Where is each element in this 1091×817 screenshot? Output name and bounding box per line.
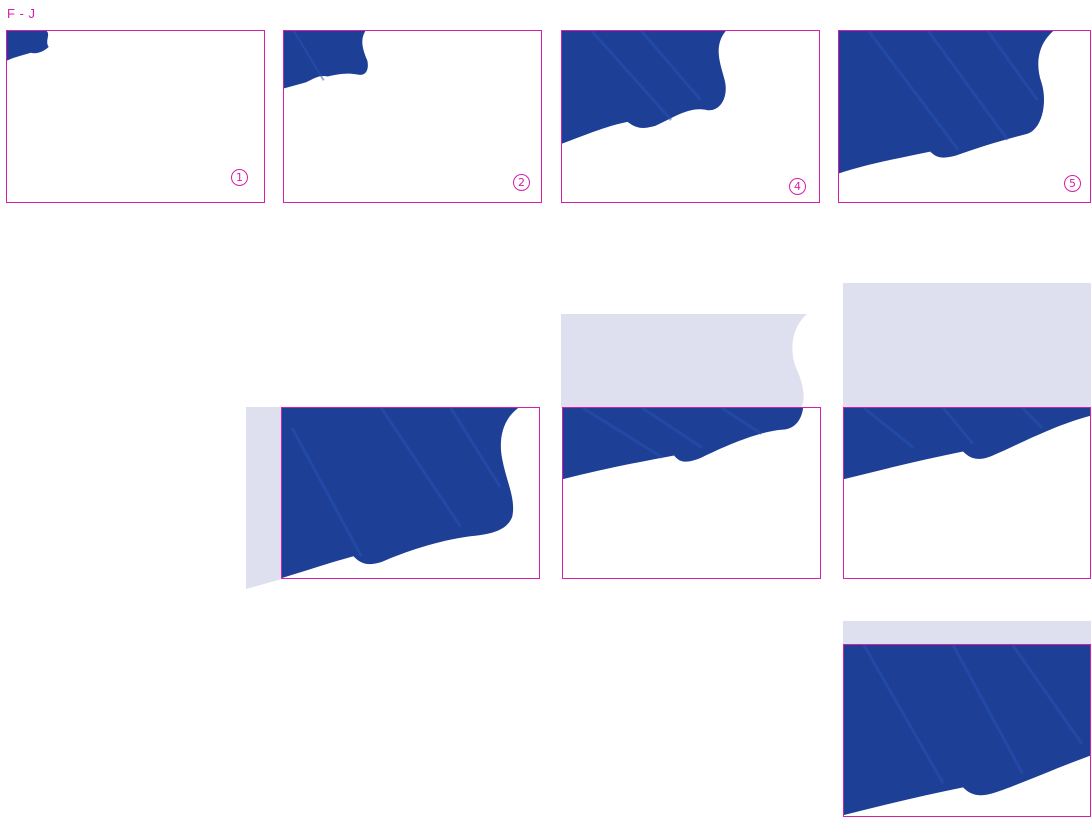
- frame-7: [562, 407, 821, 579]
- sheet-title: F - J: [7, 6, 36, 21]
- step-number-1: 1: [231, 169, 248, 186]
- step-frame-4: 4: [561, 30, 820, 203]
- step-frame-1: 1: [6, 30, 265, 203]
- step-number-5: 5: [1064, 175, 1081, 192]
- ghost-shape-4: [843, 621, 1091, 645]
- ghost-shape-2: [561, 314, 810, 408]
- step-frame-2: 2: [283, 30, 542, 203]
- step-number-2: 2: [513, 174, 530, 191]
- frame-8: [843, 407, 1091, 579]
- frame-6: [281, 407, 540, 579]
- fabric-shape-7: [563, 408, 820, 578]
- fabric-shape-8: [844, 408, 1090, 578]
- fabric-shape-6: [282, 408, 539, 578]
- ghost-shape-1: [246, 407, 282, 589]
- frame-9: [843, 644, 1091, 817]
- ghost-shape-3: [843, 283, 1091, 408]
- step-frame-5: 5: [838, 30, 1091, 203]
- fabric-shape-9: [844, 645, 1090, 816]
- fabric-shape-4: [562, 31, 819, 202]
- fabric-shape-5: [839, 31, 1090, 202]
- fabric-shape-1: [7, 31, 264, 202]
- step-number-4: 4: [789, 178, 806, 195]
- fabric-shape-2: [284, 31, 541, 202]
